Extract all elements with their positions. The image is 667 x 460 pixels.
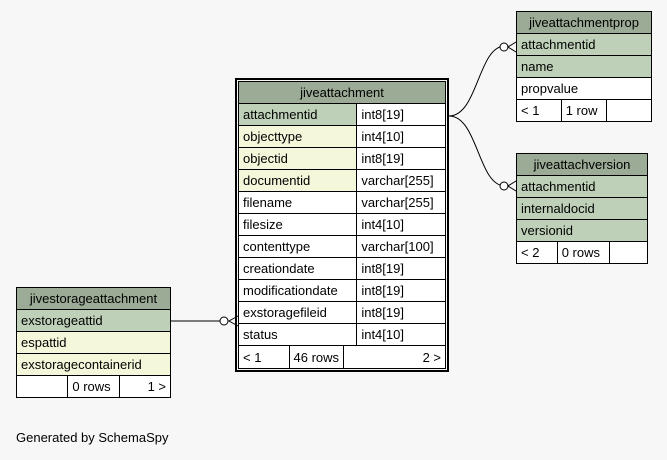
- footer-rows: 1 row: [560, 99, 607, 122]
- column-name[interactable]: objectid: [237, 147, 358, 170]
- footer-left[interactable]: < 1: [516, 99, 562, 122]
- column-name[interactable]: documentid: [237, 169, 358, 192]
- column-name[interactable]: attachmentid: [237, 103, 358, 126]
- footer-left[interactable]: [15, 375, 69, 398]
- column-type: int8[19]: [356, 279, 446, 302]
- connector-version-crowfoot: [507, 180, 517, 192]
- footer-left[interactable]: < 2: [516, 241, 558, 264]
- column-type: int4[10]: [356, 323, 446, 346]
- column-name[interactable]: name: [516, 55, 652, 78]
- column-type: varchar[255]: [356, 169, 446, 192]
- column-name[interactable]: espattid: [16, 331, 171, 354]
- column-type: varchar[255]: [356, 191, 446, 214]
- column-name[interactable]: attachmentid: [516, 175, 648, 198]
- footer-right[interactable]: 1 >: [119, 375, 171, 398]
- column-row[interactable]: internaldocid: [516, 197, 648, 220]
- footer-rows: 46 rows: [289, 346, 345, 368]
- generated-by-text: Generated by SchemaSpy: [16, 430, 169, 445]
- column-name[interactable]: contenttype: [237, 235, 358, 258]
- table-title[interactable]: jiveattachment: [238, 81, 446, 104]
- column-type: int8[19]: [356, 103, 446, 126]
- connector-version-optional-marker: [499, 181, 509, 191]
- column-row[interactable]: versionid: [516, 219, 648, 242]
- column-type: int4[10]: [356, 125, 446, 148]
- column-type: int8[19]: [356, 257, 446, 280]
- column-row[interactable]: name: [516, 55, 652, 78]
- column-row[interactable]: attachmentid: [516, 175, 648, 198]
- column-name[interactable]: status: [237, 323, 358, 346]
- connector-attachment-to-prop: [448, 45, 506, 117]
- footer-right[interactable]: [605, 99, 653, 122]
- footer-left[interactable]: < 1: [239, 346, 290, 368]
- connector-prop-crowfoot: [507, 41, 517, 53]
- table-title[interactable]: jiveattachversion: [516, 153, 648, 176]
- column-type: int4[10]: [356, 213, 446, 236]
- column-type: int8[19]: [356, 301, 446, 324]
- column-name[interactable]: versionid: [516, 219, 648, 242]
- column-name[interactable]: internaldocid: [516, 197, 648, 220]
- connector-attachment-crowfoot: [227, 315, 239, 327]
- table-title[interactable]: jivestorageattachment: [16, 287, 171, 310]
- footer-rows: 0 rows: [67, 375, 121, 398]
- column-row[interactable]: espattid: [16, 331, 171, 354]
- column-name[interactable]: exstorageattid: [16, 309, 171, 332]
- column-row[interactable]: attachmentid: [516, 33, 652, 56]
- column-type: int8[19]: [356, 147, 446, 170]
- column-name[interactable]: filesize: [237, 213, 358, 236]
- connector-prop-optional-marker: [499, 42, 509, 52]
- column-name[interactable]: objecttype: [237, 125, 358, 148]
- table-title[interactable]: jiveattachmentprop: [516, 11, 652, 34]
- column-name[interactable]: creationdate: [237, 257, 358, 280]
- column-row[interactable]: exstoragecontainerid: [16, 353, 171, 376]
- connector-attachment-optional-marker: [219, 316, 229, 326]
- column-row[interactable]: propvalue: [516, 77, 652, 100]
- column-name[interactable]: propvalue: [516, 77, 652, 100]
- column-type: varchar[100]: [356, 235, 446, 258]
- column-name[interactable]: filename: [237, 191, 358, 214]
- column-row[interactable]: exstorageattid: [16, 309, 171, 332]
- connector-attachment-to-version: [448, 115, 506, 187]
- column-name[interactable]: exstoragecontainerid: [16, 353, 171, 376]
- footer-rows: 0 rows: [556, 241, 610, 264]
- footer-right[interactable]: [608, 241, 649, 264]
- column-name[interactable]: modificationdate: [237, 279, 358, 302]
- column-name[interactable]: attachmentid: [516, 33, 652, 56]
- column-name[interactable]: exstoragefileid: [237, 301, 358, 324]
- footer-right[interactable]: 2 >: [343, 346, 445, 368]
